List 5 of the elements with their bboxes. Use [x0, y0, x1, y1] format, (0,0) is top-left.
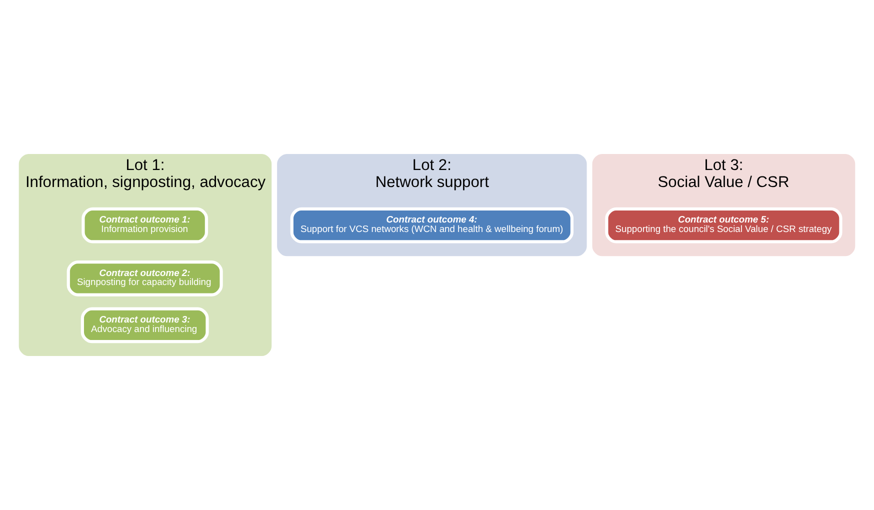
- node-box: Contract outcome 3: Advocacy and influencing: [80, 307, 209, 344]
- node-box: Contract outcome 1: Information provision: [82, 207, 208, 244]
- node-box: Contract outcome 5: Supporting the council's Social Value / CSR strategy: [605, 207, 842, 244]
- node-box: Contract outcome 2: Signposting for capacity building: [66, 260, 223, 296]
- node-box: Contract outcome 4: Support for VCS networks (WCN and health & wellbeing forum): [290, 207, 574, 244]
